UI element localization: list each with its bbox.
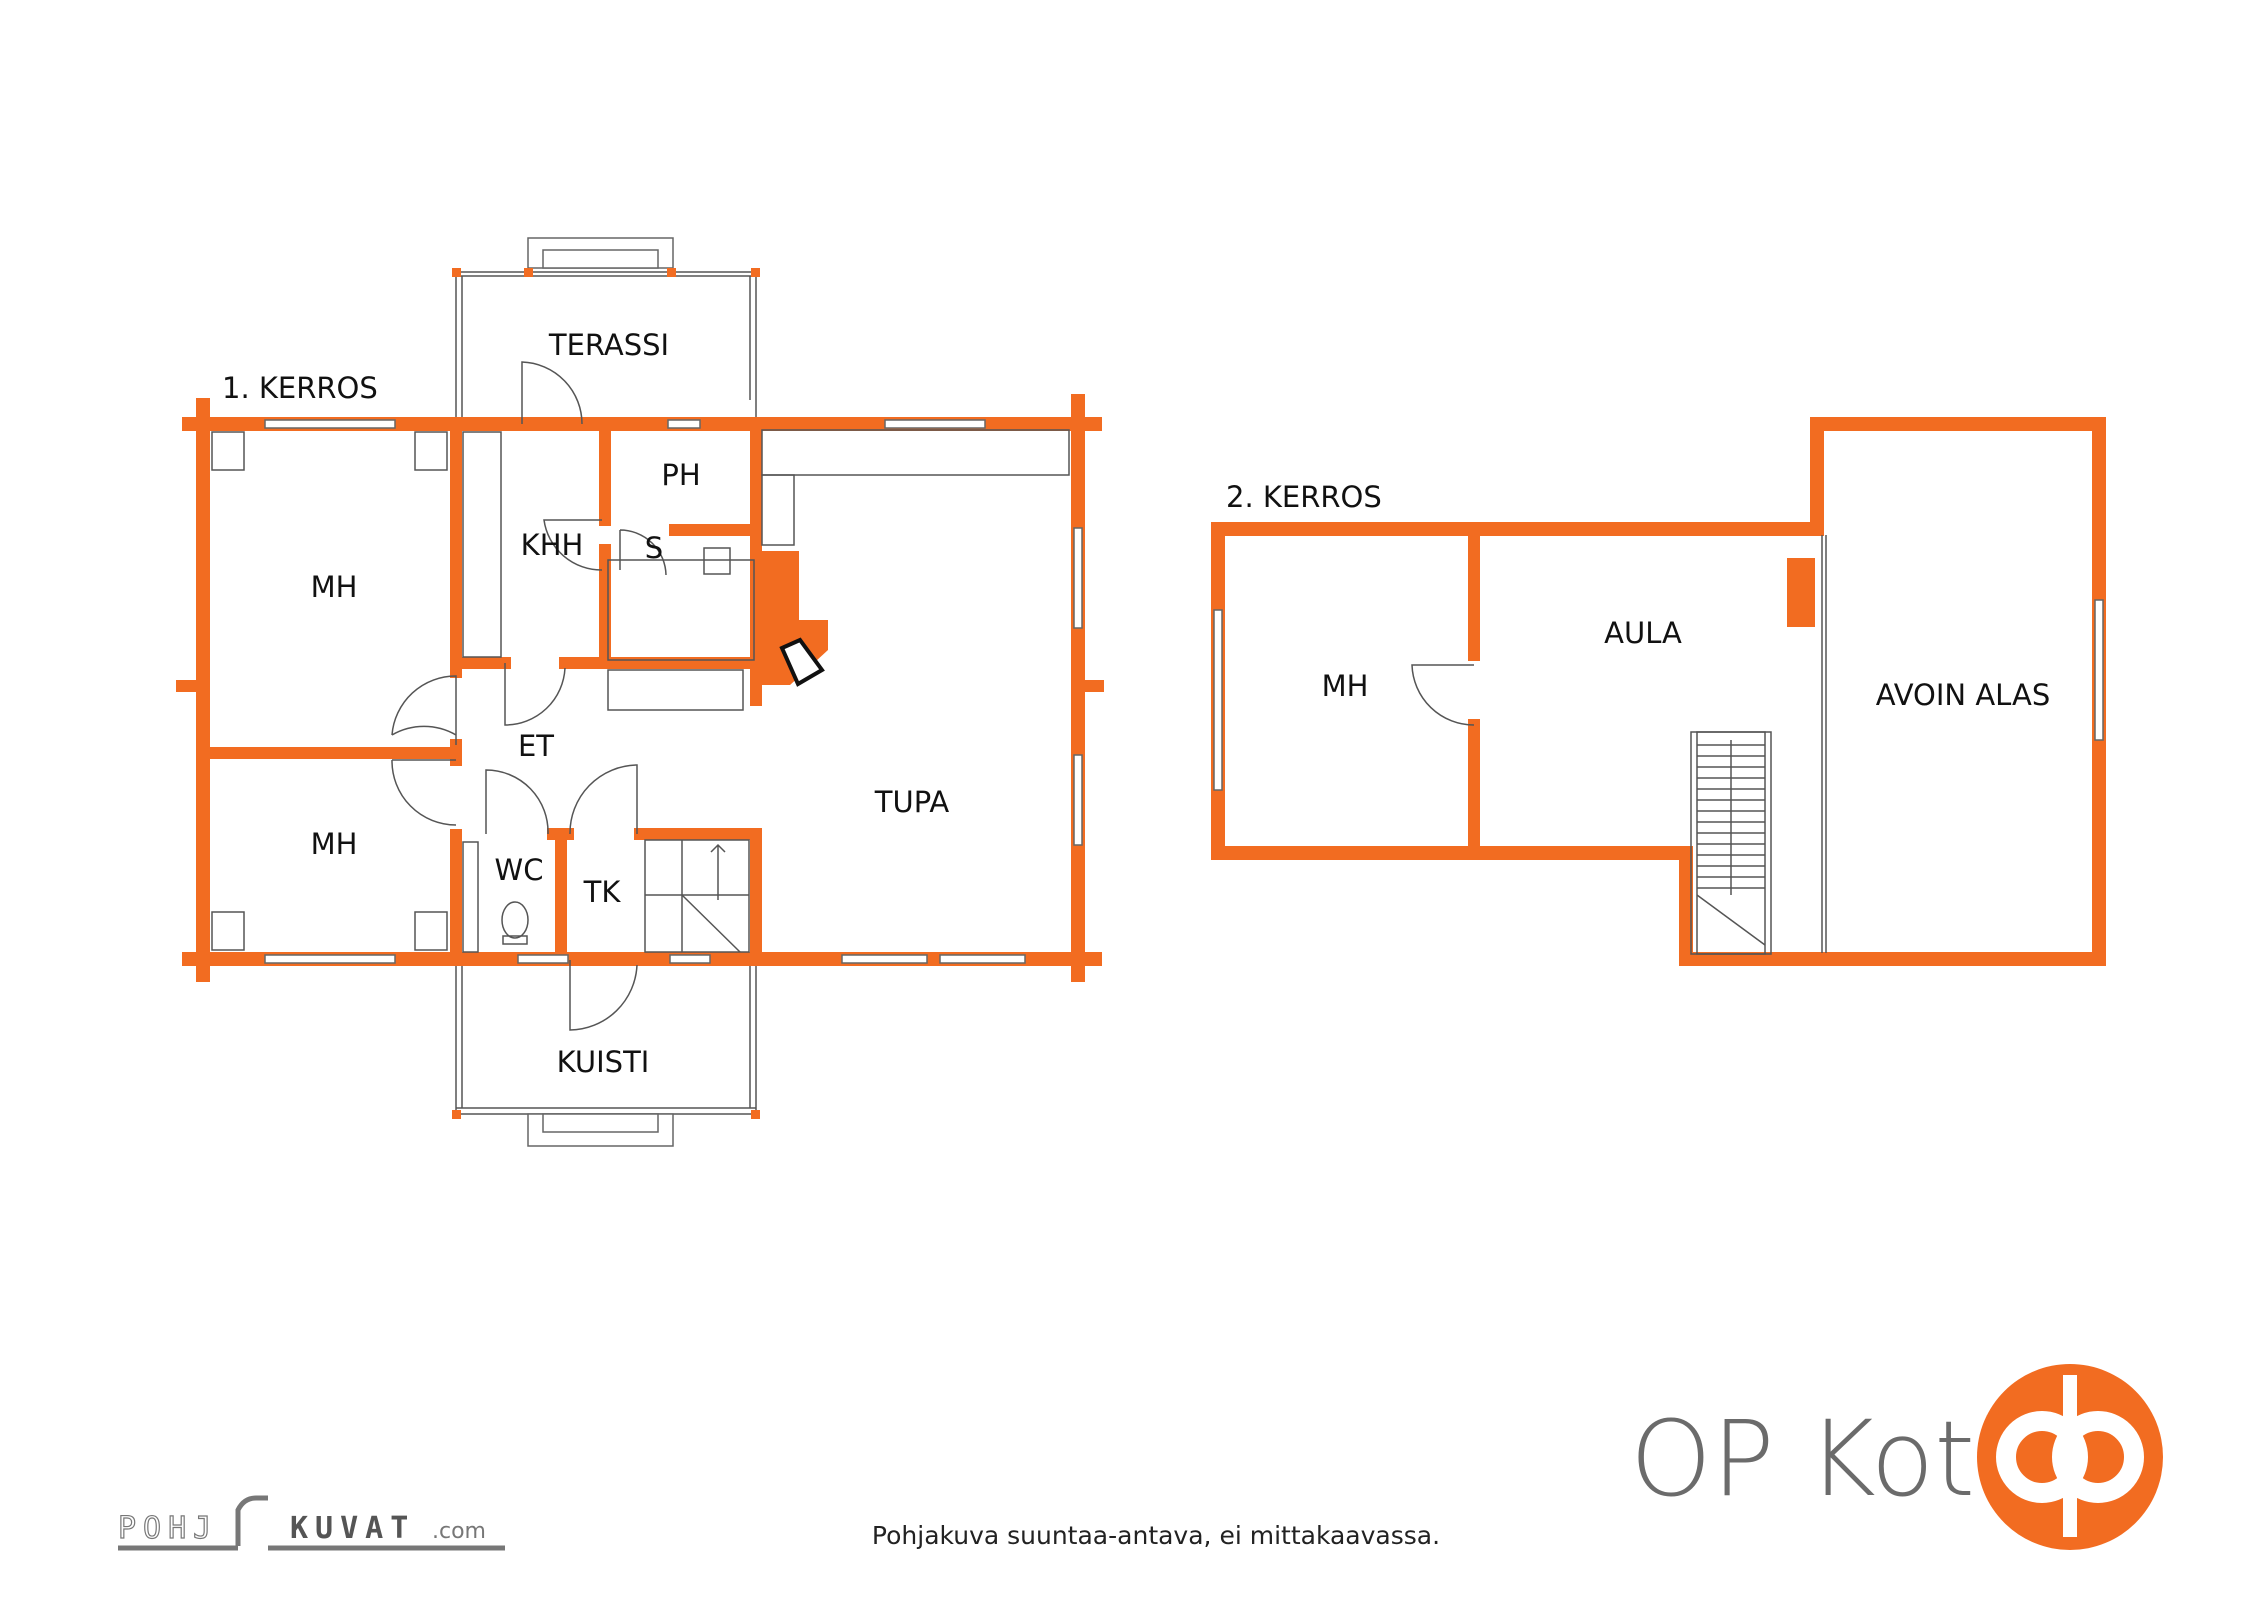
floor-1-windows — [264, 419, 1083, 964]
fireplace-opening — [779, 637, 825, 687]
svg-text:.com: .com — [432, 1519, 486, 1544]
floor-1-doors — [391, 361, 667, 1031]
room-label-mh-bottom: MH — [311, 827, 358, 861]
svg-text:KUVAT: KUVAT — [290, 1511, 415, 1546]
room-label-kuisti: KUISTI — [557, 1045, 650, 1079]
room-label-tupa: TUPA — [874, 785, 950, 819]
floor-2-walls — [1211, 417, 2106, 966]
floor-2-title: 2. KERROS — [1226, 480, 1382, 514]
room-label-avoin-alas: AVOIN ALAS — [1876, 678, 2051, 712]
room-label-mh: MH — [1322, 669, 1369, 703]
room-label-et: ET — [518, 729, 554, 763]
room-label-mh-top: MH — [311, 570, 358, 604]
room-label-terassi: TERASSI — [548, 328, 669, 362]
room-label-khh: KHH — [521, 528, 584, 562]
room-label-ph: PH — [661, 458, 700, 492]
room-label-s: S — [645, 531, 663, 565]
floor-2-stairs: (function(){ var g=document.currentScrip… — [1690, 731, 1772, 955]
pohjakuvat-logo: POHJ KUVAT .com — [117, 1495, 505, 1551]
terrace-structure — [452, 237, 760, 424]
svg-text:POHJ: POHJ — [118, 1511, 218, 1546]
mh-door — [1411, 664, 1475, 726]
room-label-wc: WC — [495, 853, 544, 887]
disclaimer: Pohjakuva suuntaa-antava, ei mittakaavas… — [872, 1521, 1440, 1550]
floor-1-title: 1. KERROS — [222, 371, 378, 405]
chimney — [1787, 558, 1815, 627]
brand-name: OP Koti — [1630, 1398, 2004, 1520]
floor-2-plan: (function(){ var g=document.currentScrip… — [1211, 417, 2106, 966]
room-label-aula: AULA — [1604, 616, 1682, 650]
porch-structure — [452, 962, 760, 1147]
room-label-tk: TK — [583, 875, 622, 909]
op-logo-icon — [1977, 1364, 2163, 1550]
floor-1-walls — [176, 394, 1104, 982]
floor-1-plan: 1. KERROS TERASSI MH KHH PH S ET TUPA MH… — [176, 237, 1104, 1147]
floor-1-fixtures — [211, 429, 1070, 953]
